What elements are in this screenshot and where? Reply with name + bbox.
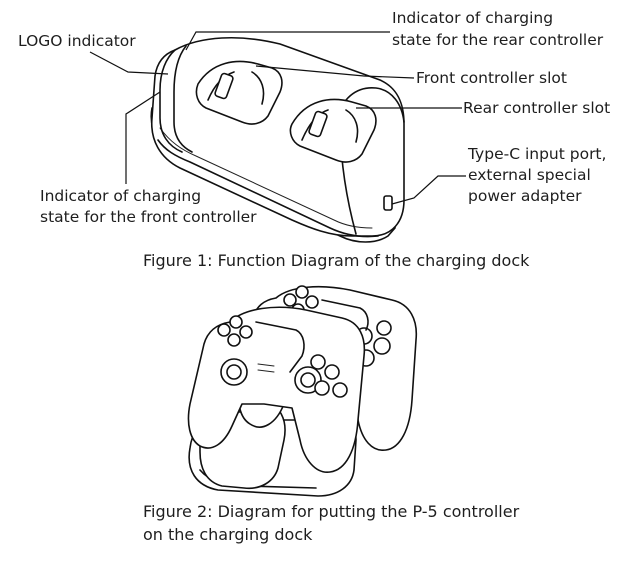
front-slot-shape [195,60,283,125]
rear-slot-label: Rear controller slot [463,99,611,117]
typec-port [383,195,393,211]
front-slot-connector [214,72,234,100]
typec-label-line3: power adapter [468,187,582,205]
rear-slot-shape [289,98,377,163]
figure2-caption-line1: Figure 2: Diagram for putting the P-5 co… [143,502,520,521]
front-slot-label: Front controller slot [416,69,567,87]
rear-indicator-label-line1: Indicator of charging [392,9,554,27]
figure1-caption: Figure 1: Function Diagram of the chargi… [143,251,530,270]
logo-indicator-label: LOGO indicator [18,32,136,50]
front-controller [187,306,366,473]
typec-label-line2: external special [468,166,591,184]
dock-with-controllers-illustration [187,285,418,497]
front-indicator-label-line1: Indicator of charging [40,187,202,205]
figure2-caption-line2: on the charging dock [143,525,313,544]
charging-dock-illustration [150,37,405,243]
front-indicator-label-line2: state for the front controller [40,208,257,226]
typec-label-line1: Type-C input port, [468,145,607,163]
dock-rim [157,139,379,238]
rear-indicator-label-line2: state for the rear controller [392,31,604,49]
leader-lines-figure1 [89,31,466,205]
rear-slot-connector [308,110,328,138]
logo-indicator-cap [159,49,183,153]
